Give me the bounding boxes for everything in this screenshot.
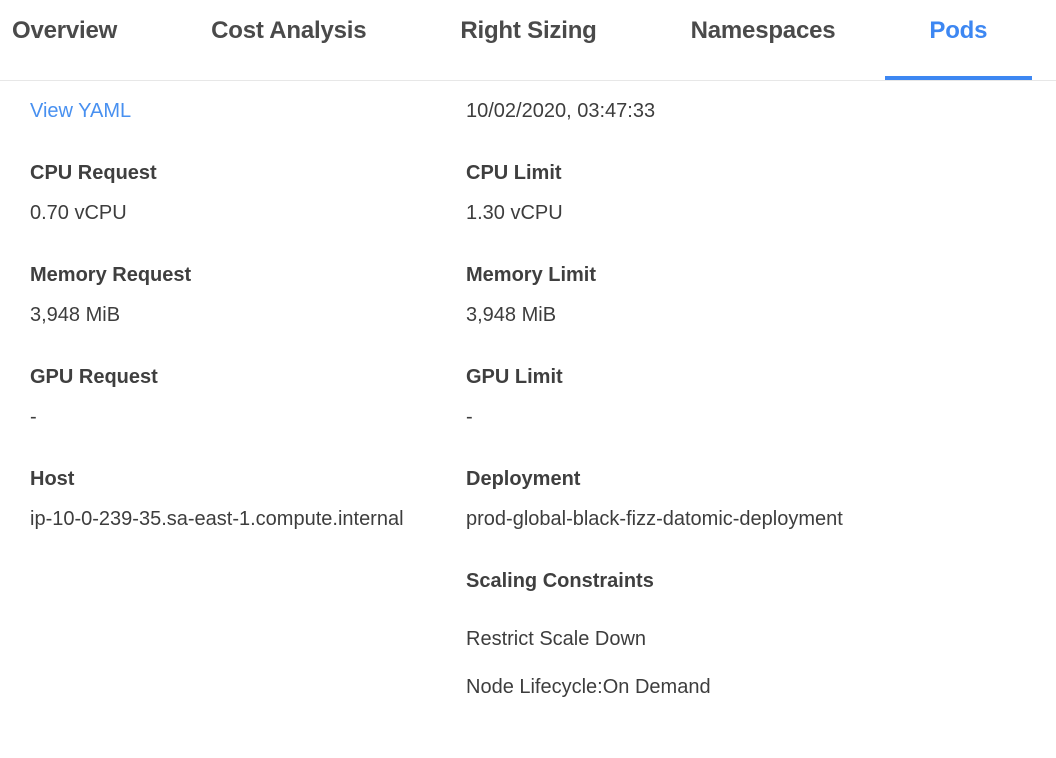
field-memory-limit: Memory Limit 3,948 MiB [466,260,1026,330]
field-label: Memory Request [30,264,192,286]
field-label: GPU Limit [466,366,563,388]
constraint-restrict-scale-down: Restrict Scale Down [466,628,647,650]
field-label: Memory Limit [466,264,597,286]
host-link[interactable]: ip-10-0-239-35.sa-east-1.compute.interna… [30,508,404,530]
constraint-node-lifecycle: Node Lifecycle:On Demand [466,676,711,698]
tab-cost-analysis[interactable]: Cost Analysis [211,17,367,44]
deployment-link[interactable]: prod-global-black-fizz-datomic-deploymen… [466,508,843,530]
details-left-column: View YAML CPU Request 0.70 vCPU Memory R… [30,96,466,720]
scaling-constraints-title: Scaling Constraints [466,570,654,592]
field-label: Host [30,468,75,490]
pod-details-panel: View YAML CPU Request 0.70 vCPU Memory R… [0,81,1056,720]
field-value: - [466,406,473,428]
field-gpu-limit: GPU Limit - [466,362,1026,432]
tab-namespaces[interactable]: Namespaces [690,17,836,44]
view-yaml-link[interactable]: View YAML [30,100,132,122]
field-host: Host ip-10-0-239-35.sa-east-1.compute.in… [30,464,466,534]
field-label: CPU Request [30,162,157,184]
scaling-constraints-section: Scaling Constraints Restrict Scale Down … [466,566,1026,720]
field-label: GPU Request [30,366,158,388]
field-value: 3,948 MiB [30,304,121,326]
field-value: 0.70 vCPU [30,202,127,224]
field-label: CPU Limit [466,162,562,184]
field-gpu-request: GPU Request - [30,362,466,432]
tab-right-sizing[interactable]: Right Sizing [460,17,597,44]
tab-pods[interactable]: Pods [885,0,1033,80]
field-cpu-limit: CPU Limit 1.30 vCPU [466,158,1026,228]
field-cpu-request: CPU Request 0.70 vCPU [30,158,466,228]
tab-overview[interactable]: Overview [12,17,118,44]
details-right-column: 10/02/2020, 03:47:33 CPU Limit 1.30 vCPU… [466,96,1026,720]
field-memory-request: Memory Request 3,948 MiB [30,260,466,330]
field-value: - [30,406,37,428]
tab-bar: Overview Cost Analysis Right Sizing Name… [0,0,1056,81]
field-value: 3,948 MiB [466,304,557,326]
field-label: Deployment [466,468,581,490]
field-deployment: Deployment prod-global-black-fizz-datomi… [466,464,1026,534]
last-updated-timestamp: 10/02/2020, 03:47:33 [466,100,656,122]
field-value: 1.30 vCPU [466,202,563,224]
